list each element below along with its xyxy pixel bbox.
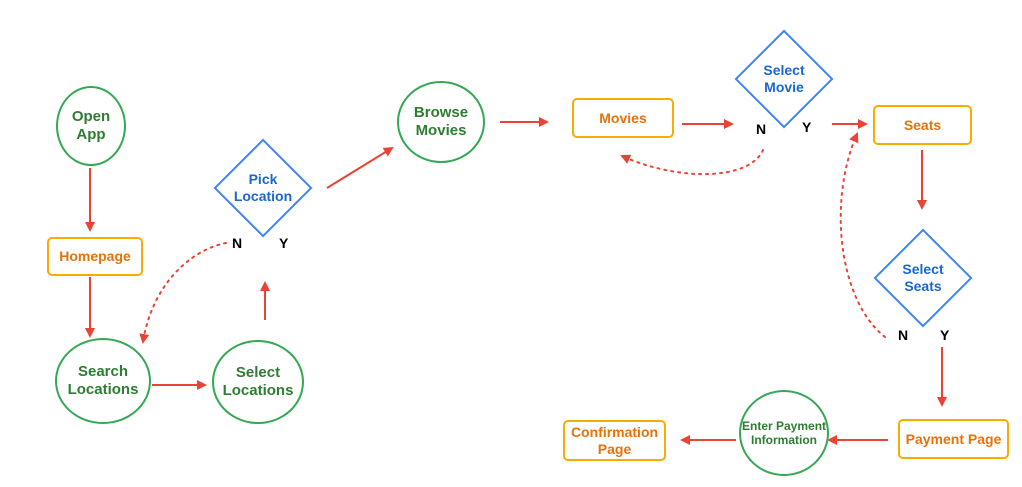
arrow-pick-to-browse — [326, 146, 394, 189]
open-app-label: Open App — [71, 108, 111, 143]
select-seats-yes-label: Y — [940, 327, 950, 343]
movies-label: Movies — [599, 109, 647, 126]
seats-node: Seats — [873, 105, 972, 145]
search-locations-label: Search Locations — [67, 363, 139, 398]
select-movie-decision: Select Movie — [734, 29, 834, 129]
open-app-node: Open App — [56, 86, 126, 166]
dotted-arrow-movie-no-to-movies — [620, 149, 764, 176]
movies-node: Movies — [572, 98, 674, 138]
dotted-arrow-seats-no-to-seats — [839, 132, 886, 338]
enter-payment-label: Enter Payment Information — [741, 418, 827, 447]
dotted-arrow-pick-no-to-search — [139, 242, 227, 344]
homepage-label: Homepage — [59, 248, 131, 265]
confirmation-page-node: Confirmation Page — [563, 420, 666, 461]
seats-label: Seats — [903, 116, 942, 133]
select-seats-label: Select Seats — [902, 261, 944, 294]
payment-page-label: Payment Page — [905, 430, 1002, 447]
search-locations-node: Search Locations — [55, 338, 151, 424]
select-movie-label: Select Movie — [763, 62, 805, 95]
enter-payment-node: Enter Payment Information — [739, 390, 829, 476]
select-locations-label: Select Locations — [222, 364, 294, 399]
homepage-node: Homepage — [47, 237, 143, 276]
select-movie-no-label: N — [756, 121, 767, 137]
browse-movies-label: Browse Movies — [413, 104, 469, 139]
pick-location-label: Pick Location — [233, 171, 293, 204]
pick-location-decision: Pick Location — [213, 138, 313, 238]
select-movie-yes-label: Y — [802, 119, 812, 135]
pick-location-no-label: N — [232, 235, 243, 251]
browse-movies-node: Browse Movies — [397, 81, 485, 163]
pick-location-yes-label: Y — [279, 235, 289, 251]
confirmation-page-label: Confirmation Page — [570, 423, 659, 457]
select-locations-node: Select Locations — [212, 340, 304, 424]
select-seats-decision: Select Seats — [873, 228, 973, 328]
payment-page-node: Payment Page — [898, 419, 1009, 459]
select-seats-no-label: N — [898, 327, 909, 343]
